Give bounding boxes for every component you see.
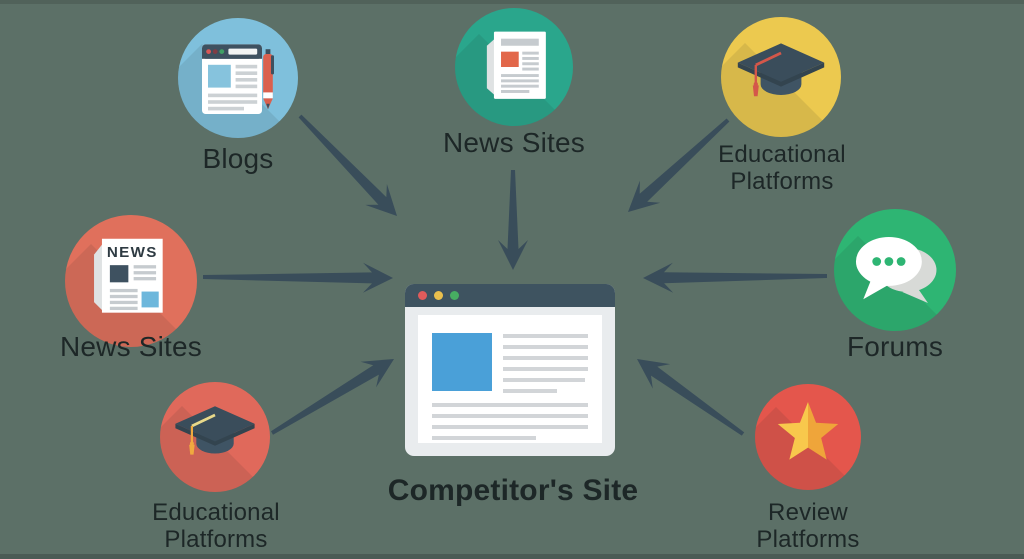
text-line [503, 389, 557, 393]
forums-label: Forums [846, 331, 944, 362]
forums-circle [834, 209, 956, 331]
arrow-from-forums [643, 262, 827, 293]
top-edge-strip [0, 0, 1024, 4]
text-line [503, 356, 588, 360]
blog-window-icon [202, 44, 274, 114]
text-line [432, 403, 588, 407]
chat-bubbles-icon [855, 237, 937, 303]
text-line [432, 436, 536, 440]
graduation-cap-icon [175, 406, 255, 455]
window-dot-green [450, 291, 459, 300]
competitor-site-label: Competitor's Site [387, 474, 639, 507]
window-content [418, 315, 602, 443]
educational-platforms-bottom-circle [160, 382, 270, 492]
review-platforms-label: Review Platforms [756, 499, 860, 553]
bottom-edge-strip [0, 554, 1024, 559]
newspaper-icon [486, 31, 546, 99]
news-sites-left-circle: NEWS [65, 215, 197, 347]
window-dot-yellow [434, 291, 443, 300]
blogs-circle [178, 18, 298, 138]
svg-text:NEWS: NEWS [107, 244, 158, 261]
arrow-from-review-platforms [637, 359, 745, 436]
text-line [503, 378, 585, 382]
graduation-cap-icon [737, 43, 825, 97]
text-line [503, 367, 588, 371]
educational-platforms-top-label: Educational Platforms [718, 141, 846, 195]
window-dot-red [418, 291, 427, 300]
educational-platforms-top-circle [721, 17, 841, 137]
educational-platforms-bottom-label: Educational Platforms [152, 499, 280, 553]
news-front-page-icon: NEWS [94, 238, 163, 313]
star-icon [777, 402, 839, 460]
review-platforms-circle [755, 384, 861, 490]
text-line [432, 425, 588, 429]
text-line [503, 334, 588, 338]
window-header [405, 284, 615, 307]
news-sites-left-label: News Sites [59, 331, 203, 362]
competitor-site-window [405, 284, 615, 456]
text-line [503, 345, 588, 349]
arrow-from-news-sites-top [498, 170, 528, 270]
content-image-placeholder [432, 333, 492, 391]
blogs-label: Blogs [202, 143, 274, 174]
arrow-from-news-sites-left [203, 262, 393, 293]
news-sites-top-circle [455, 8, 573, 126]
arrow-from-educational-platforms-bottom [271, 359, 394, 435]
news-sites-top-label: News Sites [442, 127, 586, 158]
text-line [432, 414, 588, 418]
